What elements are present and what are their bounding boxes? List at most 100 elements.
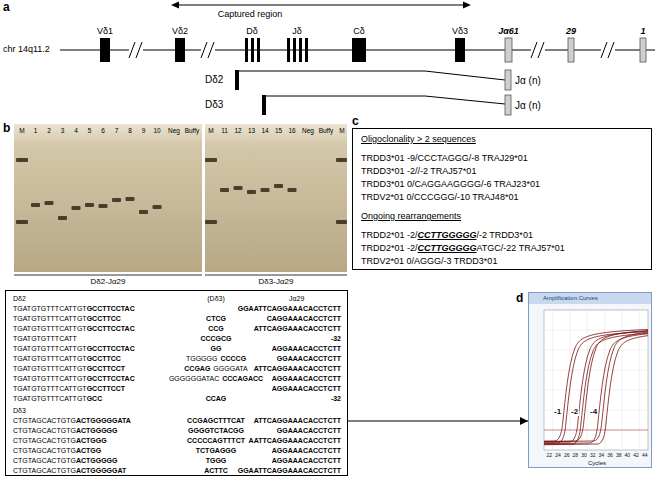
- chromosome-map-part: [601, 42, 615, 58]
- gel-image-part-part: [99, 204, 108, 208]
- germline-d-segment: CTGTAGCACTGTGACTGGG: [13, 437, 107, 445]
- lane-label: Neg: [168, 127, 180, 134]
- gene-label: 1: [640, 26, 645, 36]
- sequence-segment: CTGTAGCACTGTG: [13, 437, 76, 444]
- germline-d-segment: CTGTAGCACTGTGACTGGGGG: [13, 427, 118, 435]
- gel-image-part: [14, 275, 202, 276]
- amplification-plot-part: [528, 292, 652, 304]
- sequence-segment: TGATGTGTTTCATTGT: [13, 375, 87, 382]
- sequence-segment: ATTCAGGAAACACCTCTT: [254, 365, 341, 372]
- dilution-label: -4: [589, 407, 598, 416]
- section-heading: Oligoclonality > 2 sequences: [361, 134, 476, 144]
- chromosome-map-part: [293, 38, 296, 62]
- sequence-segment: TGGG: [206, 457, 227, 464]
- gel-image-part-part: [153, 205, 162, 209]
- gel-image-part-part: [58, 216, 67, 220]
- j-segment: CAGGAAACACCTCTT: [267, 315, 341, 323]
- gel-image-part-part: [336, 220, 347, 224]
- amplification-plot-part-part: [544, 328, 648, 442]
- n-region: GGGGGGATACCCCAGACC: [169, 375, 263, 383]
- amplification-plot-part: [544, 430, 648, 431]
- gene-label: Vδ1: [97, 26, 113, 36]
- chromosome-map-part: [129, 42, 142, 58]
- sequence-segment: GGAATTCAGGAAACACCTCTT: [238, 305, 341, 312]
- gel-label: Dδ2-Jα29: [91, 277, 126, 286]
- lane-label: 13: [248, 127, 255, 134]
- sequence-segment: AGGAAACACCTCTT: [272, 385, 341, 392]
- lane-label: 7: [115, 127, 119, 134]
- gel-image-part-part: [288, 188, 297, 192]
- sequence-segment: TGATGTGTTTCATT: [13, 335, 77, 342]
- chromosome-map-part: [129, 42, 143, 58]
- chromosome-map-part: [257, 38, 260, 62]
- gel-image-part-part: [72, 206, 81, 210]
- n-region: CCGAGCTTTCAT: [187, 417, 245, 425]
- summary-line: TRDV2*01 0/AGGG/-3 TRDD3*01: [361, 256, 497, 266]
- rearrangement-text: TRDD2*01 -2/: [361, 230, 418, 240]
- sequence-segment: TCTGAGGG: [196, 447, 236, 454]
- sequence-segment: Jα29: [289, 295, 304, 302]
- axis-tick: 26: [564, 453, 570, 459]
- amplification-plot-part: [544, 310, 648, 450]
- germline-d-segment: CTGTAGCACTGTGACTGGGGG: [13, 457, 118, 465]
- sequence-segment: GCCTTCCT: [87, 385, 126, 392]
- j-segment: ATTCAGGAAACACCTCTT: [254, 417, 341, 425]
- gene-label: Jδ: [292, 26, 302, 36]
- gel-image-part-part: [45, 201, 54, 205]
- j-segment: AATTCAGGAAACACCTCTT: [249, 437, 341, 445]
- sequence-segment: CAGGAAACACCTCTT: [267, 315, 341, 322]
- j-segment: AGGAAACACCTCTT: [272, 457, 341, 465]
- sequence-segment: ACTGGGGG: [76, 457, 118, 464]
- rearrangement-sketch-part: [239, 71, 505, 80]
- rearrangement-text: ATGC/-22 TRAJ57*01: [477, 243, 565, 253]
- axis-tick: 22: [547, 453, 553, 459]
- sequence-segment: (Dδ3): [207, 295, 225, 302]
- lane-label: M: [339, 127, 344, 134]
- germline-d-segment: TGATGTGTTTCATTGTGCCTTCC: [13, 355, 121, 363]
- section-heading: Ongoing rearrangements: [361, 211, 461, 221]
- chromosome-map-part: [463, 2, 471, 9]
- sequence-segment: AATTCAGGAAACACCTCTT: [249, 437, 341, 444]
- chromosome-map: [60, 2, 655, 63]
- sequence-segment: CCGAG: [184, 365, 210, 372]
- germline-d-segment: CTGTAGCACTGTGACTGG: [13, 447, 101, 455]
- sequence-segment: CTGTAGCACTGTG: [13, 417, 76, 424]
- gene-label: Vδ2: [172, 26, 188, 36]
- sequence-segment: ACTTC: [204, 467, 228, 474]
- sequence-segment: TGATGTGTTTCATTGT: [13, 385, 87, 392]
- germline-d-segment: TGATGTGTTTCATTGTGCCTTCCTAC: [13, 345, 135, 353]
- rearrangement-text: TRDD3*01 -9/CCCTAGGG/-8 TRAJ29*01: [361, 153, 528, 163]
- sequence-segment: ATTCAGGAAACACCTCTT: [254, 417, 341, 424]
- panel-letter: a: [3, 1, 10, 15]
- segment-label: Jα (n): [515, 100, 541, 112]
- sequence-segment: ACTGGGGGAT: [76, 467, 126, 474]
- sequence-segment: TGATGTGTTTCATTGT: [13, 345, 87, 352]
- amplification-plot-part: [544, 310, 648, 450]
- column-header: Dδ3: [13, 407, 26, 415]
- j-segment: -32: [331, 395, 341, 403]
- gel-image-part: [205, 275, 347, 276]
- summary-line: TRDD3*01 0/CAGGAAGGGG/-6 TRAJ23*01: [361, 179, 540, 189]
- amplification-plot-part-part: [552, 310, 553, 450]
- germline-d-segment: TGATGTGTTTCATTGTGCCTTCCT: [13, 385, 125, 393]
- gene-label: 29: [566, 26, 576, 36]
- sequence-segment: TGATGTGTTTCATTGT: [13, 315, 87, 322]
- rearrangement-text: TRDD3*01 0/CAGGAAGGGG/-6 TRAJ23*01: [361, 179, 540, 189]
- chromosome-map-part: [287, 38, 290, 62]
- axis-tick: 42: [633, 453, 639, 459]
- sequence-segment: AGGAAACACCTCTT: [272, 345, 341, 352]
- j-segment: GGAAACACCTCTT: [277, 355, 341, 363]
- amplification-plot: [483, 292, 659, 468]
- gene-label: Cδ: [353, 26, 365, 36]
- sequence-segment: GGGGTCTACGG: [188, 427, 244, 434]
- sequence-segment: TGATGTGTTTCATTGT: [13, 305, 87, 312]
- sequence-segment: CCGAGCTTTCAT: [187, 417, 245, 424]
- amplification-plot-part-part: [587, 310, 588, 450]
- sequence-segment: GG: [211, 345, 222, 352]
- lane-label: 2: [47, 127, 51, 134]
- amplification-plot-part-part: [544, 350, 648, 351]
- amplification-plot-part-part: [544, 331, 648, 445]
- axis-tick: 32: [590, 453, 596, 459]
- n-region: TCTGAGGG: [196, 447, 236, 455]
- sequence-segment: ACTGGGGGATA: [76, 417, 131, 424]
